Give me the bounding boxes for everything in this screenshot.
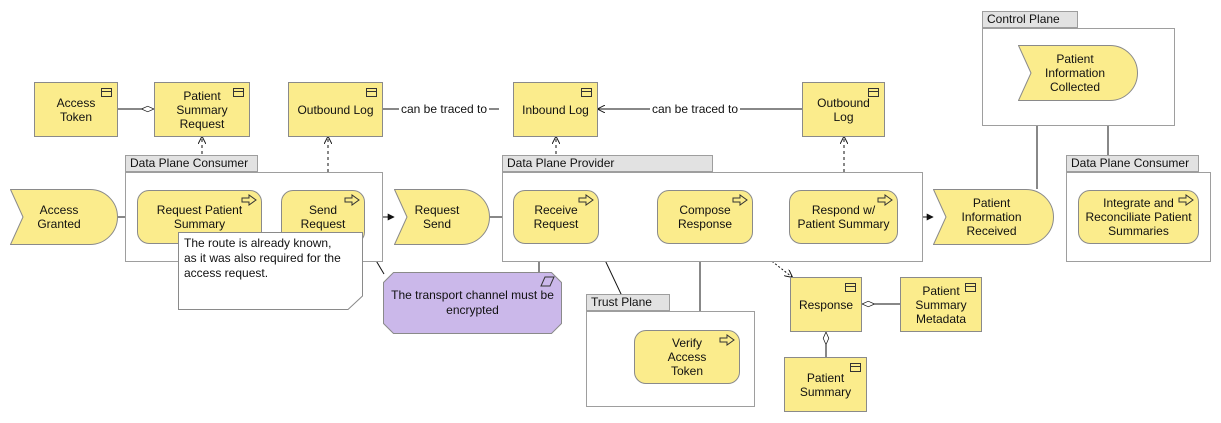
event-patient-information-collected[interactable]: Patient Information Collected <box>1018 45 1138 101</box>
traced-to-label-1: can be traced to <box>399 102 490 116</box>
data-object-patient-summary-request[interactable]: Patient Summary Request <box>154 82 250 137</box>
data-object-icon <box>101 88 112 97</box>
event-access-granted[interactable]: Access Granted <box>10 189 118 245</box>
patient-information-collected-label: Patient Information Collected <box>1044 52 1106 94</box>
response-label: Response <box>798 297 854 312</box>
process-respond-with-patient-summary[interactable]: Respond w/ Patient Summary <box>789 190 898 244</box>
data-object-access-token[interactable]: Access Token <box>34 82 118 137</box>
access-token-label: Access Token <box>56 95 96 124</box>
constraint-shape <box>383 272 562 334</box>
access-granted-label: Access Granted <box>37 203 81 231</box>
integrate-and-reconciliate-label: Integrate and Reconciliate Patient Summa… <box>1085 196 1192 238</box>
note-route-known[interactable]: The route is already known, as it was al… <box>178 232 363 310</box>
event-patient-information-received[interactable]: Patient Information Received <box>933 189 1054 245</box>
process-verify-access-token[interactable]: Verify Access Token <box>634 330 740 384</box>
request-patient-summary-label: Request Patient Summary <box>156 203 243 231</box>
process-arrow-icon <box>1178 194 1194 206</box>
respond-with-patient-summary-label: Respond w/ Patient Summary <box>797 203 890 231</box>
process-arrow-icon <box>719 334 735 346</box>
data-object-inbound-log[interactable]: Inbound Log <box>513 82 598 137</box>
compose-response-label: Compose Response <box>677 203 733 231</box>
outbound-log-consumer-label: Outbound Log <box>297 102 374 117</box>
traced-to-label-2: can be traced to <box>650 102 741 116</box>
data-object-icon <box>581 88 592 97</box>
data-object-icon <box>233 88 244 97</box>
event-request-send[interactable]: Request Send <box>394 189 490 245</box>
patient-summary-metadata-label: Patient Summary Metadata <box>915 283 967 326</box>
data-object-icon <box>845 283 856 292</box>
data-object-icon <box>965 283 976 292</box>
patient-summary-label: Patient Summary <box>799 370 852 399</box>
process-receive-request[interactable]: Receive Request <box>513 190 599 244</box>
group-data-plane-consumer-2-label: Data Plane Consumer <box>1066 155 1199 172</box>
event-shape <box>10 189 118 245</box>
process-arrow-icon <box>241 194 257 206</box>
data-object-icon <box>850 363 861 372</box>
note-shape <box>178 232 363 310</box>
data-object-icon <box>868 88 879 97</box>
receive-request-label: Receive Request <box>533 203 579 231</box>
data-object-patient-summary-metadata[interactable]: Patient Summary Metadata <box>900 277 982 332</box>
group-trust-plane-label: Trust Plane <box>586 294 670 311</box>
event-shape <box>933 189 1054 245</box>
process-arrow-icon <box>732 194 748 206</box>
constraint-transport-encrypted[interactable]: The transport channel must be encrypted <box>383 272 562 334</box>
request-send-label: Request Send <box>414 203 460 231</box>
send-request-label: Send Request <box>300 203 346 231</box>
data-object-patient-summary[interactable]: Patient Summary <box>784 357 867 412</box>
group-data-plane-consumer-label: Data Plane Consumer <box>125 155 258 172</box>
data-object-outbound-log-provider[interactable]: Outbound Log <box>802 82 885 137</box>
constraint-text: The transport channel must be encrypted <box>391 288 554 317</box>
process-arrow-icon <box>344 194 360 206</box>
group-control-plane-label: Control Plane <box>982 11 1078 28</box>
process-arrow-icon <box>578 194 594 206</box>
process-compose-response[interactable]: Compose Response <box>657 190 753 244</box>
event-shape <box>1018 45 1138 101</box>
process-integrate-and-reconciliate[interactable]: Integrate and Reconciliate Patient Summa… <box>1078 190 1199 244</box>
inbound-log-label: Inbound Log <box>522 102 589 117</box>
data-object-icon <box>366 88 377 97</box>
patient-summary-request-label: Patient Summary Request <box>176 88 228 131</box>
data-object-response[interactable]: Response <box>790 277 862 332</box>
verify-access-token-label: Verify Access Token <box>667 336 707 378</box>
event-shape <box>394 189 490 245</box>
note-text: The route is already known, as it was al… <box>184 236 341 280</box>
group-data-plane-provider-label: Data Plane Provider <box>502 155 713 172</box>
patient-information-received-label: Patient Information Received <box>961 196 1022 238</box>
data-object-outbound-log-consumer[interactable]: Outbound Log <box>288 82 383 137</box>
process-arrow-icon <box>877 194 893 206</box>
outbound-log-provider-label: Outbound Log <box>817 95 870 124</box>
